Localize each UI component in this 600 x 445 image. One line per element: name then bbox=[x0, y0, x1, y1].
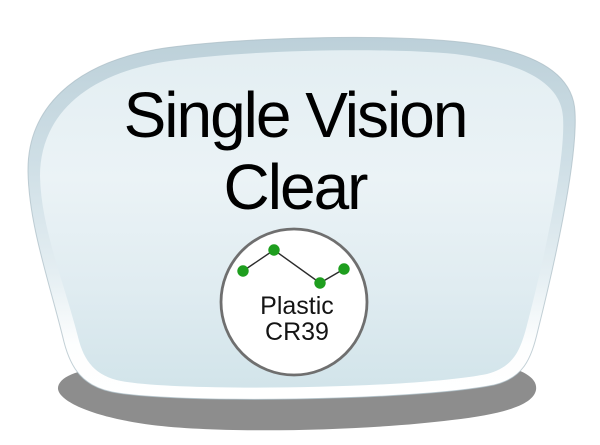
badge-material-line-1: Plastic bbox=[260, 292, 334, 320]
zigzag-dot bbox=[338, 263, 350, 275]
zigzag-dot bbox=[314, 277, 326, 289]
zigzag-line-chart-icon bbox=[237, 244, 350, 289]
lens-title-line-2: Clear bbox=[224, 151, 369, 223]
material-badge: Plastic CR39 bbox=[219, 227, 369, 377]
zigzag-dot bbox=[268, 244, 280, 256]
badge-material-line-2: CR39 bbox=[265, 318, 329, 346]
lens-face bbox=[40, 50, 564, 388]
material-badge-circle bbox=[219, 227, 369, 377]
zigzag-dot bbox=[237, 265, 249, 277]
lens-title-line-1: Single Vision bbox=[124, 79, 467, 151]
zigzag-line bbox=[242, 249, 345, 284]
